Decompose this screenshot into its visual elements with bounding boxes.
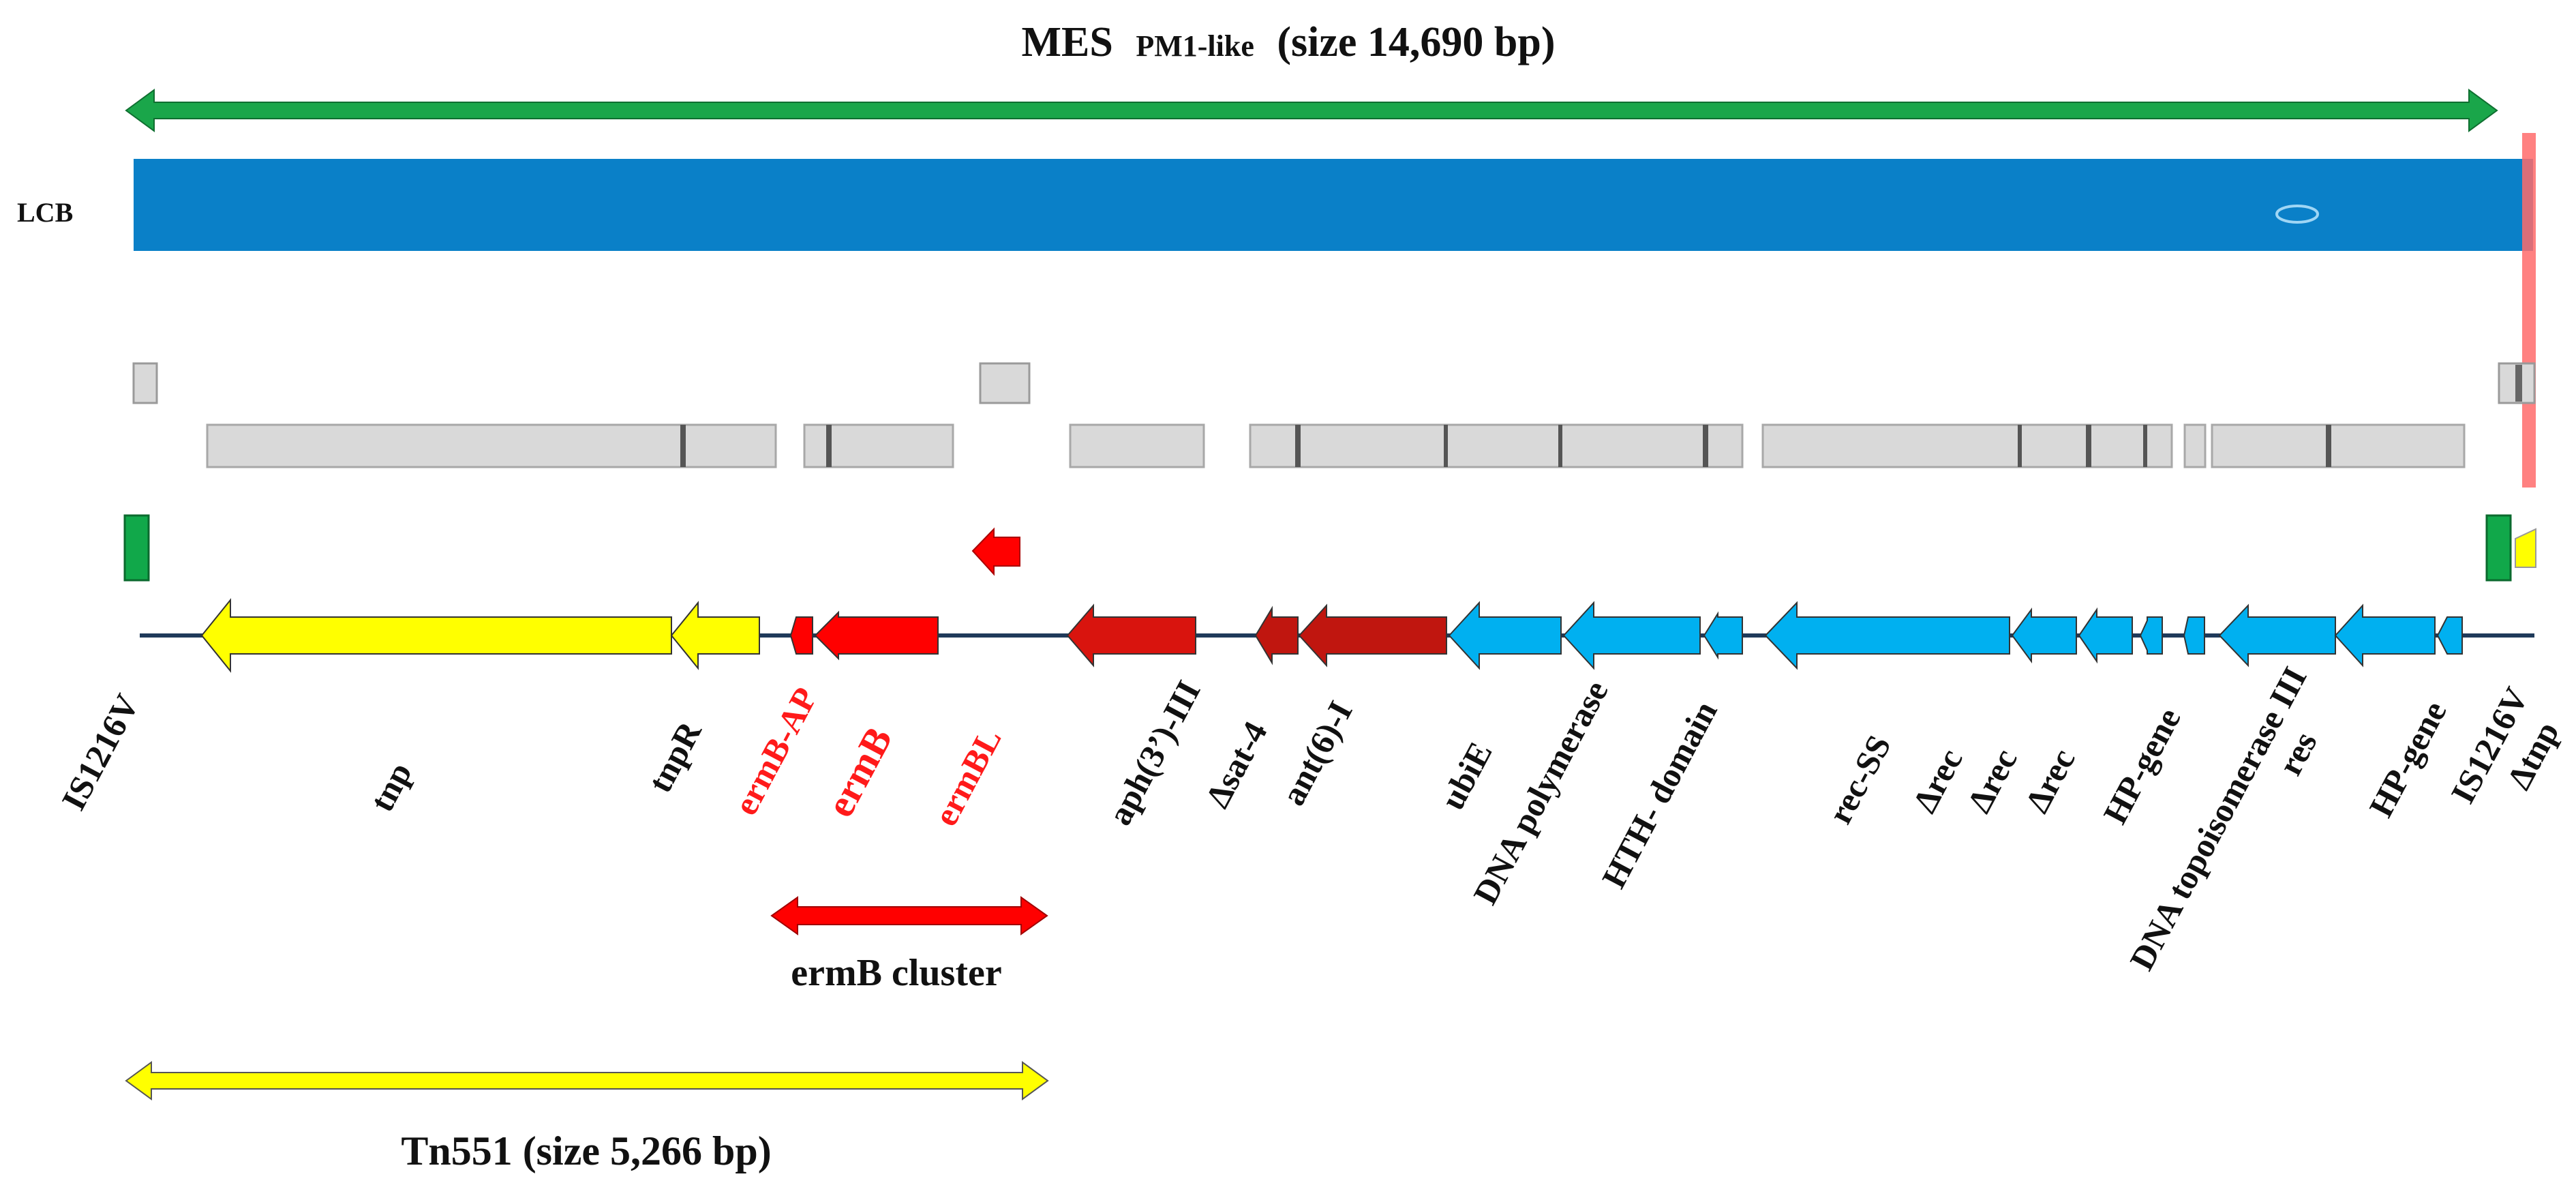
gene-label: rec-SS [1821,729,1898,830]
gene-label: tnp [362,756,419,818]
diagram-title: MES PM1-like (size 14,690 bp) [1021,19,1555,65]
drec-2-arrow [2078,607,2133,664]
gene-label: ubiE [1433,736,1500,815]
gene-label: ermB [817,720,900,824]
gene-label: Δsat-4 [1198,715,1274,814]
gene-labels: IS1216V tnp tnpR ermB-AP ermB ermBL aph(… [54,661,2566,976]
gene-label: HP-gene [2095,702,2187,830]
is1216v-right-box [2485,514,2512,582]
ermb-cluster-arrow [770,896,1048,935]
title-subscript: PM1-like [1136,29,1254,63]
drec-3-arrow [2139,616,2163,655]
alignment-boundary-line [2522,133,2536,488]
similarity-block-dividers [680,425,2331,467]
lcb-label: LCB [17,197,73,228]
lcb-block [134,159,2533,251]
mes-span-arrow [125,89,2498,132]
is1216v-left-box [123,514,150,582]
gene-label: Δrec [1905,743,1970,819]
gene-label: ermB-AP [726,681,825,821]
gene-label: aph(3’)-III [1100,674,1208,831]
lcb-marker-circle [2275,205,2319,224]
res-arrow [2334,603,2436,668]
block-edge-mark [2515,365,2522,402]
gene-label: ermBL [926,722,1009,832]
gene-label: Δrec [1960,743,2025,819]
tn551-label: Tn551 (size 5,266 bp) [401,1128,771,1173]
gene-label: IS1216V [54,688,147,816]
ant6-i-arrow [1298,603,1447,668]
ubie-arrow [1448,601,1562,670]
gene-label: Δrec [2018,743,2082,819]
similarity-blocks-lower [206,423,2466,468]
hp-gene-2-arrow [2436,616,2463,655]
gene-label: ant(6)-I [1273,695,1359,811]
ermb-arrow [814,610,939,661]
tnp-arrow [200,598,672,673]
gene-label: HTH- domain [1594,695,1725,895]
dsat4-arrow [1254,605,1299,665]
dna-topoisomerase-iii-arrow [2218,603,2336,668]
rec-ss-arrow [1764,601,2010,670]
hp-gene-1-arrow [2183,616,2205,655]
title-size: (size 14,690 bp) [1277,19,1555,65]
tn551-span-arrow [125,1061,1049,1100]
dna-polymerase-arrow [1562,601,1701,670]
dtnp-small-arrow [2515,528,2536,568]
gene-label: DNA polymerase [1466,674,1616,910]
gene-label: tnpR [640,715,709,798]
ermb-ap-arrow [789,616,813,655]
title-main: MES [1021,19,1112,65]
ermb-cluster-label: ermB cluster [791,952,1001,994]
aph3-iii-arrow [1066,603,1196,668]
hth-domain-arrow [1703,611,1743,660]
similarity-blocks-upper [132,362,2536,404]
drec-1-arrow [2011,607,2077,664]
ermbl-arrow [971,527,1020,576]
tnpr-arrow [670,601,760,670]
gene-label: HP-gene [2361,695,2453,823]
